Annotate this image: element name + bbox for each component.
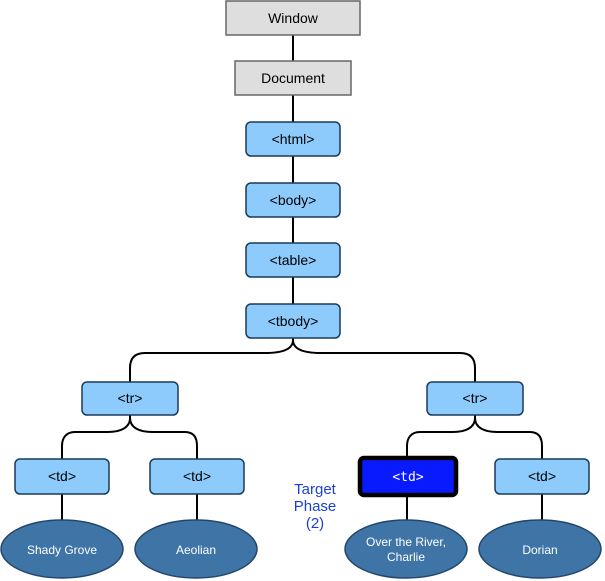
node-window-box [225,0,361,36]
edge-tr-left-td-1 [61,415,131,459]
target-phase-line1: Target [294,481,337,498]
node-document-label: Document [261,70,325,86]
node-tbody-box [245,303,341,339]
node-window-label: Window [268,10,319,26]
node-td-4-label: <td> [528,468,556,484]
leaf-dorian-label: Dorian [522,543,557,557]
leaf-dorian-shape [478,519,602,579]
node-tbody-label: <tbody> [268,313,319,329]
leaf-aeolian-label: Aeolian [176,543,216,557]
node-td-4: <td> [494,458,590,495]
node-tr-right-box [426,381,524,416]
node-td-2-label: <td> [183,468,211,484]
leaf-aeolian: Aeolian [134,519,258,579]
node-table-box [245,242,341,278]
node-html-label: <html> [272,131,315,147]
node-tbody: <tbody> [245,303,341,339]
leaf-shady-grove-shape [0,519,124,579]
leaf-over-the-river-line2: Charlie [387,550,425,564]
leaf-over-the-river: Over the River, Charlie [344,519,468,579]
node-tr-left-box [81,381,179,416]
node-td-1-label: <td> [48,468,76,484]
node-document-box [234,60,352,96]
node-td-4-box [494,458,590,495]
node-td-target: <td> [357,455,459,498]
target-phase-label: Target Phase (2) [294,481,337,532]
node-tr-right-label: <tr> [463,390,488,406]
node-tr-left-label: <tr> [118,390,143,406]
node-td-target-label: <td> [392,470,423,485]
target-phase-line3: (2) [306,515,324,532]
leaf-shady-grove-label: Shady Grove [27,543,97,557]
edge-tr-left-td-2 [129,415,198,459]
node-table-label: <table> [270,252,317,268]
node-td-target-box [357,455,459,498]
node-td-2: <td> [149,458,245,495]
node-td-1-box [14,458,110,495]
node-body: <body> [245,182,341,218]
leaf-over-the-river-shape [344,519,468,579]
edge-tbody-tr-left [129,338,294,382]
node-html: <html> [245,121,341,157]
edge-tr-right-td-target [406,415,476,458]
leaf-over-the-river-line1: Over the River, [366,535,446,549]
node-html-box [245,121,341,157]
edge-tr-right-td-4 [474,415,543,459]
node-body-label: <body> [270,192,317,208]
node-table: <table> [245,242,341,278]
node-td-1: <td> [14,458,110,495]
leaf-aeolian-shape [134,519,258,579]
edge-tbody-tr-right [292,338,476,382]
node-body-box [245,182,341,218]
leaf-dorian: Dorian [478,519,602,579]
node-tr-right: <tr> [426,381,524,416]
target-phase-line2: Phase [294,498,337,515]
leaf-shady-grove: Shady Grove [0,519,124,579]
node-td-2-box [149,458,245,495]
node-window: Window [225,0,361,36]
node-tr-left: <tr> [81,381,179,416]
node-document: Document [234,60,352,96]
tree-edges [61,35,543,520]
